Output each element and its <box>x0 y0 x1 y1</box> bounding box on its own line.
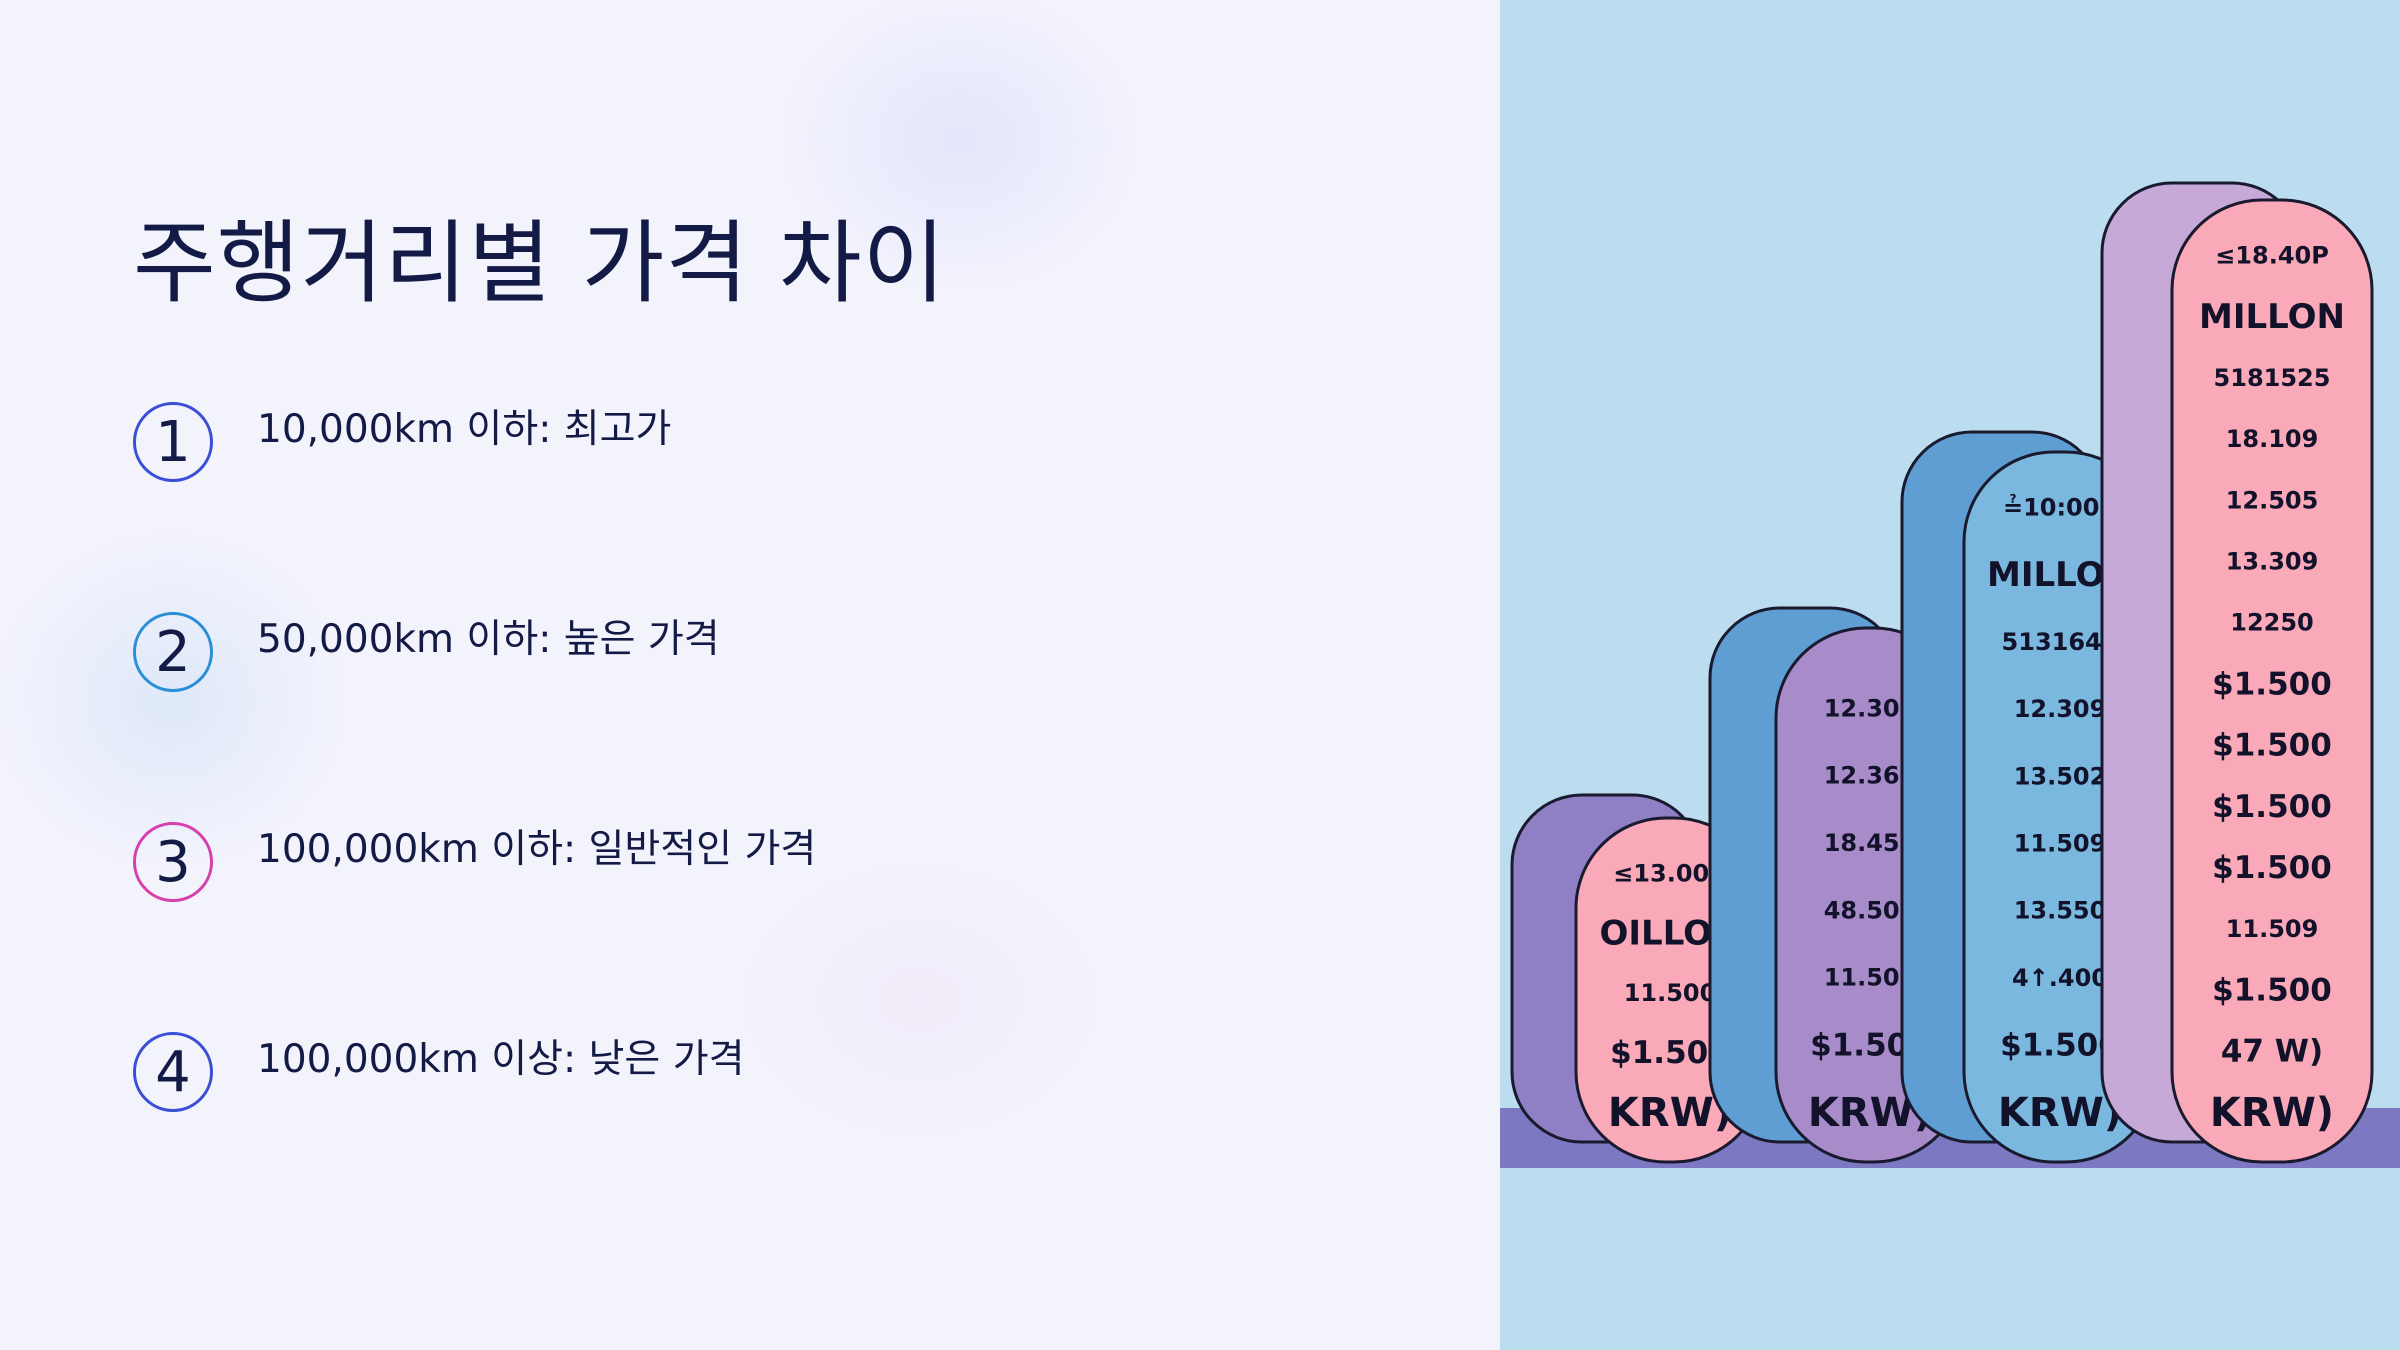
column-label: ≟10:00P <box>2003 493 2117 521</box>
column-front <box>2170 198 2374 1164</box>
list-item: 2 50,000km 이하: 높은 가격 <box>133 612 1333 702</box>
number-badge: 3 <box>133 822 213 902</box>
list-item: 3 100,000km 이하: 일반적인 가격 <box>133 822 1333 912</box>
slide-title: 주행거리별 가격 차이 <box>133 211 947 316</box>
column-label: KRW) <box>1998 1090 2122 1136</box>
column-label: KRW) <box>1608 1090 1732 1136</box>
column-label: 11.509 <box>2014 830 2107 858</box>
column-label: 5181525 <box>2214 364 2331 392</box>
columns-graphic: ≤13.00POILLON11.500$1.500KRW)12.30912.36… <box>1500 181 2400 1168</box>
price-column: ≤18.40P MILLON 5181525 18.109 12.505 13.309 12… <box>2100 181 2374 1164</box>
column-label: ≤18.40P <box>2215 241 2329 269</box>
list-item-text: 100,000km 이상: 낮은 가격 <box>257 1037 745 1082</box>
column-label: 18.109 <box>2226 425 2319 453</box>
column-label: ≤13.00P <box>1613 859 1727 887</box>
list-item-text: 10,000km 이하: 최고가 <box>257 407 672 452</box>
column-label: 5131645 <box>2002 628 2119 656</box>
column-label: 12250 <box>2230 609 2314 637</box>
column-label: MILLON <box>2199 297 2345 337</box>
number-badge: 1 <box>133 402 213 482</box>
column-label: $1.500 <box>2212 666 2332 702</box>
column-label: 12.309 <box>2014 695 2107 723</box>
column-label: 11.500 <box>1624 979 1717 1007</box>
list-item-text: 50,000km 이하: 높은 가격 <box>257 617 720 662</box>
column-label: 4↑.400 <box>2012 964 2108 992</box>
column-label: $1.500 <box>2000 1028 2120 1064</box>
list-item: 1 10,000km 이하: 최고가 <box>133 402 1333 492</box>
list-item: 4 100,000km 이상: 낮은 가격 <box>133 1032 1333 1122</box>
column-label: 13.502 <box>2014 762 2107 790</box>
column-label: $1.500 <box>2212 789 2332 825</box>
column-label: $1.500 <box>2212 728 2332 764</box>
content-panel: 주행거리별 가격 차이 1 10,000km 이하: 최고가 2 50,000k… <box>0 0 1500 1350</box>
column-label: 13.309 <box>2226 547 2319 575</box>
number-badge: 4 <box>133 1032 213 1112</box>
column-label: 11.509 <box>2226 915 2319 943</box>
column-label: 12.505 <box>2226 486 2319 514</box>
column-label: KRW) <box>2210 1090 2334 1136</box>
column-label: $1.500 <box>2212 850 2332 886</box>
column-label: 13.550 <box>2014 897 2107 925</box>
list-item-text: 100,000km 이하: 일반적인 가격 <box>257 827 817 872</box>
column-label: $1.500 <box>2212 972 2332 1008</box>
number-badge: 2 <box>133 612 213 692</box>
column-label: 47 W) <box>2221 1034 2323 1070</box>
